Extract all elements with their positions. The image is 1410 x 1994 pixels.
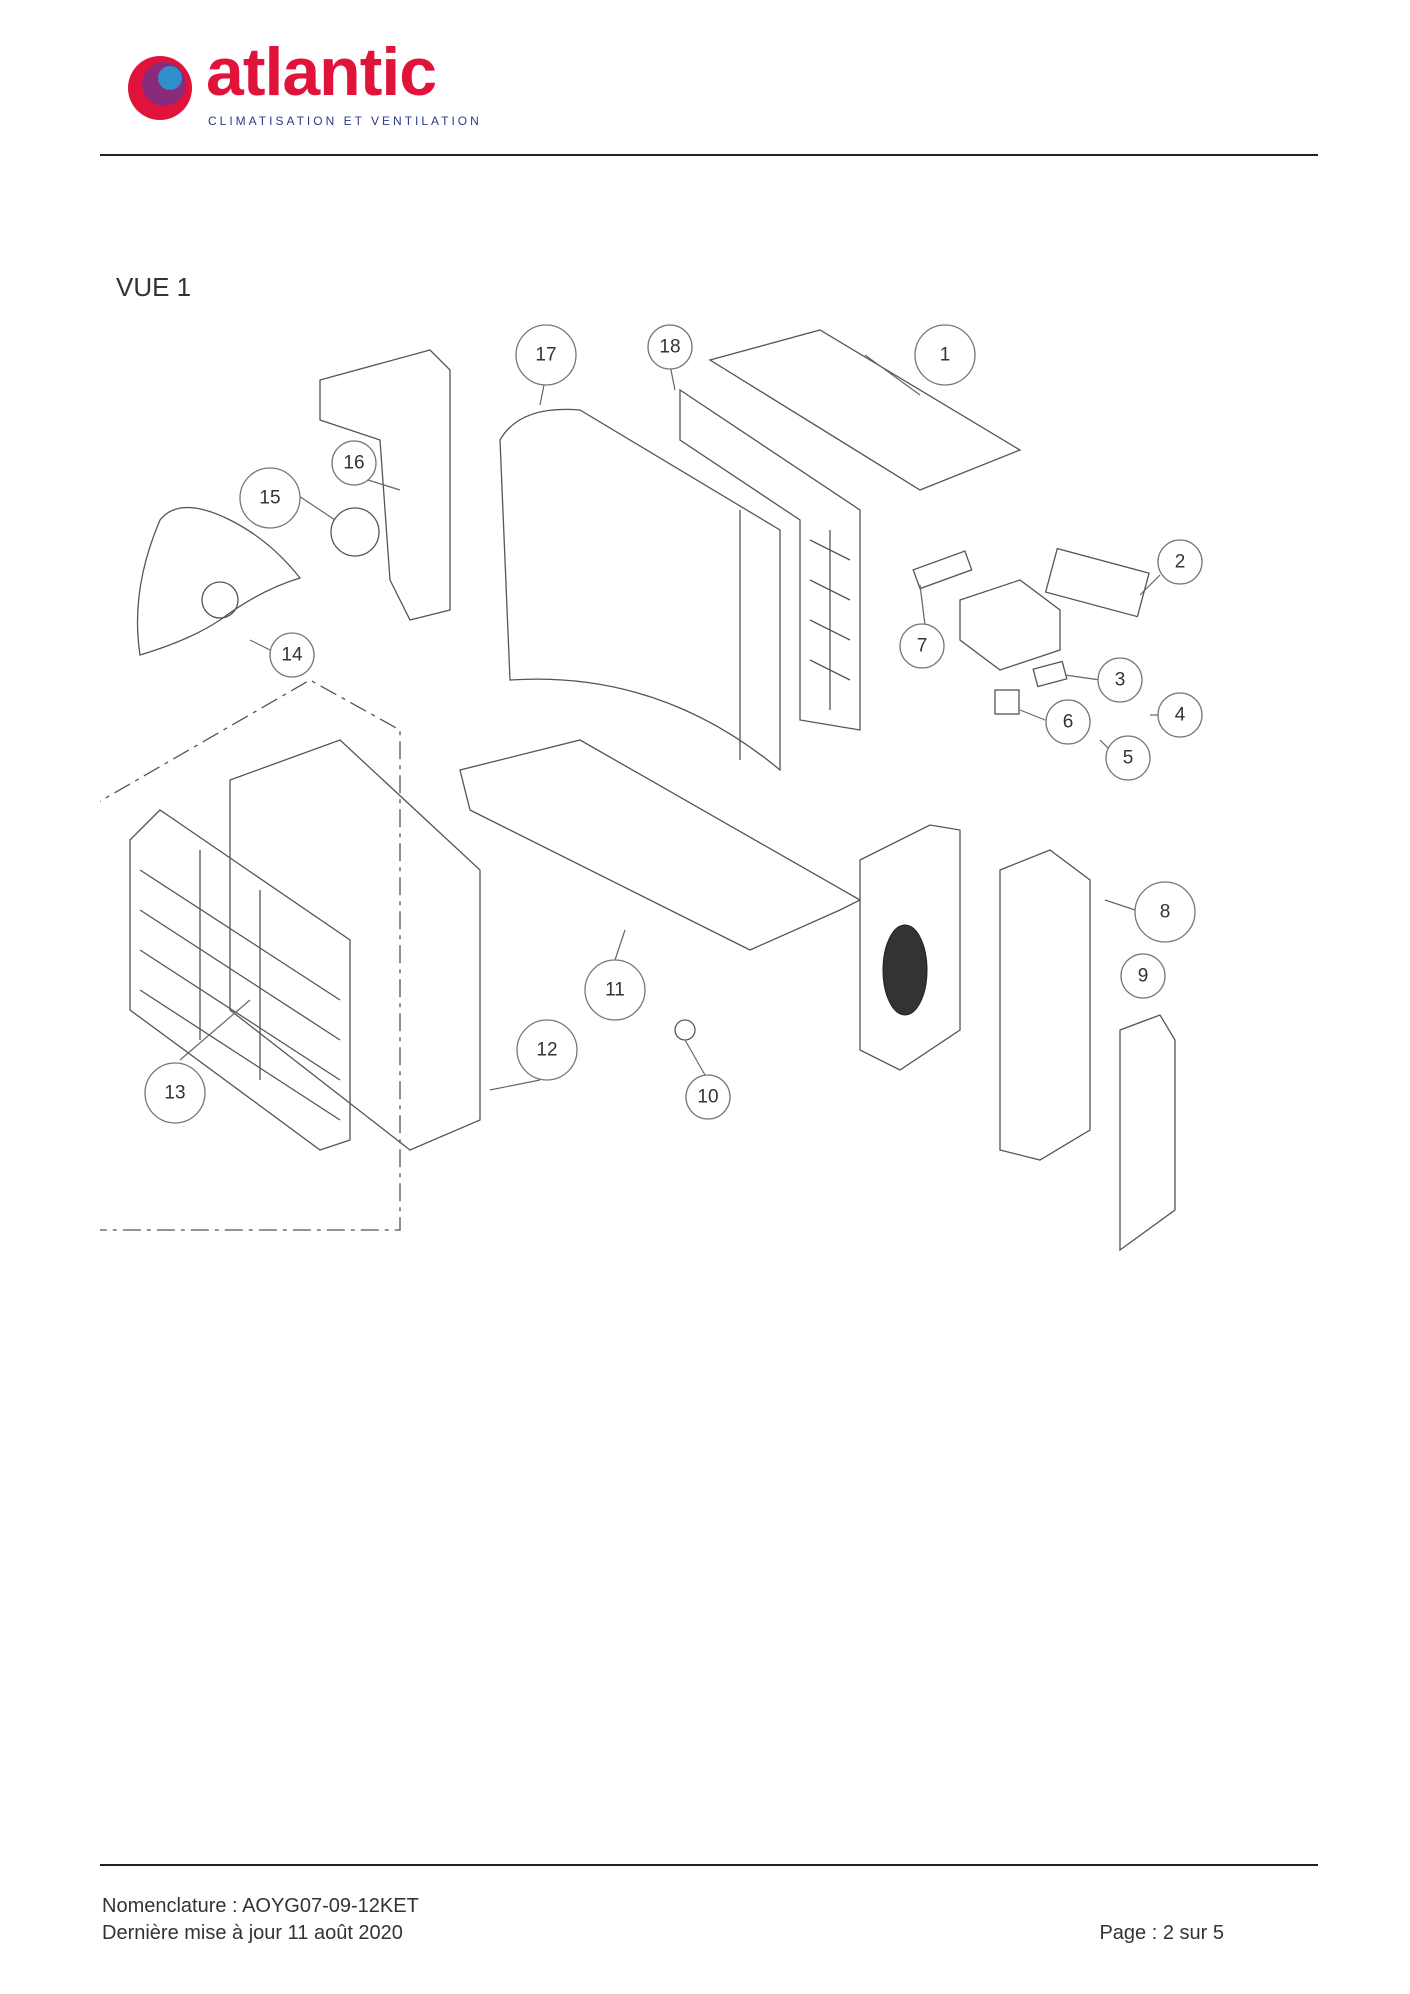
callout-5: 5 <box>1099 735 1151 781</box>
footer-nomenclature: Nomenclature : AOYG07-09-12KET <box>102 1895 419 1917</box>
svg-text:14: 14 <box>281 645 303 666</box>
svg-text:15: 15 <box>259 488 280 509</box>
svg-text:6: 6 <box>1063 712 1074 733</box>
svg-text:4: 4 <box>1175 705 1186 726</box>
svg-text:9: 9 <box>1138 966 1149 987</box>
logo-mark-icon <box>128 56 192 120</box>
svg-text:17: 17 <box>535 345 556 366</box>
svg-text:12: 12 <box>536 1040 557 1061</box>
logo-tagline: CLIMATISATION ET VENTILATION <box>208 114 482 128</box>
part-grommet <box>674 1019 696 1041</box>
part-service-cover <box>1119 1014 1176 1252</box>
part-front-grille-mesh <box>139 850 341 1121</box>
svg-text:11: 11 <box>605 980 625 1001</box>
part-condenser-coil <box>499 408 781 772</box>
exploded-parts-diagram: 1 2 3 4 5 6 7 8 9 10 11 12 13 14 15 16 1… <box>100 324 1203 1252</box>
svg-text:18: 18 <box>659 337 680 358</box>
svg-text:5: 5 <box>1123 748 1134 769</box>
callout-15: 15 <box>239 467 336 529</box>
callout-10: 10 <box>684 1039 731 1120</box>
footer-divider <box>100 1864 1318 1866</box>
callout-4: 4 <box>1150 692 1203 738</box>
svg-text:1: 1 <box>940 345 951 366</box>
footer-page-number: Page : 2 sur 5 <box>1099 1922 1224 1944</box>
callout-16: 16 <box>331 440 401 491</box>
callout-1: 1 <box>864 324 976 396</box>
svg-text:7: 7 <box>917 636 928 657</box>
callout-8: 8 <box>1104 881 1196 943</box>
part-rear-grille <box>679 388 861 731</box>
part-front-panel <box>229 739 481 1151</box>
footer-updated: Dernière mise à jour 11 août 2020 <box>102 1922 403 1944</box>
header-divider <box>100 154 1318 156</box>
callout-2: 2 <box>1139 539 1203 596</box>
part-rear-grille-mesh <box>809 530 851 710</box>
callout-11: 11 <box>584 929 646 1021</box>
part-electrical-box <box>959 579 1061 671</box>
svg-text:10: 10 <box>697 1087 718 1108</box>
callout-13: 13 <box>144 999 251 1124</box>
svg-text:16: 16 <box>343 453 364 474</box>
assembly-boundary <box>100 679 401 1231</box>
part-top-panel <box>708 329 1022 491</box>
part-compressor-assembly <box>859 824 961 1071</box>
callout-7: 7 <box>899 584 945 669</box>
part-terminal <box>912 550 973 590</box>
part-base-pan <box>459 739 862 951</box>
callout-3: 3 <box>1064 657 1143 703</box>
svg-text:8: 8 <box>1160 902 1171 923</box>
callout-17: 17 <box>515 324 577 406</box>
part-fan-motor <box>330 507 380 557</box>
callout-6: 6 <box>1019 699 1091 745</box>
part-side-panel <box>999 849 1091 1161</box>
part-reactor <box>994 689 1020 715</box>
part-pcb <box>1044 547 1150 618</box>
callout-18: 18 <box>647 324 693 391</box>
view-title: VUE 1 <box>116 272 192 302</box>
callout-9: 9 <box>1120 953 1166 999</box>
callout-12: 12 <box>489 1019 578 1091</box>
part-terminal-block <box>1032 660 1068 688</box>
brand-logo: atlantic CLIMATISATION ET VENTILATION <box>118 38 498 134</box>
svg-text:13: 13 <box>164 1083 185 1104</box>
part-motor-bracket <box>319 349 451 621</box>
callout-14: 14 <box>249 632 315 678</box>
part-front-grille <box>129 809 351 1151</box>
svg-text:3: 3 <box>1115 670 1126 691</box>
part-propeller <box>136 506 302 656</box>
svg-text:2: 2 <box>1175 552 1186 573</box>
logo-wordmark: atlantic <box>206 34 437 110</box>
